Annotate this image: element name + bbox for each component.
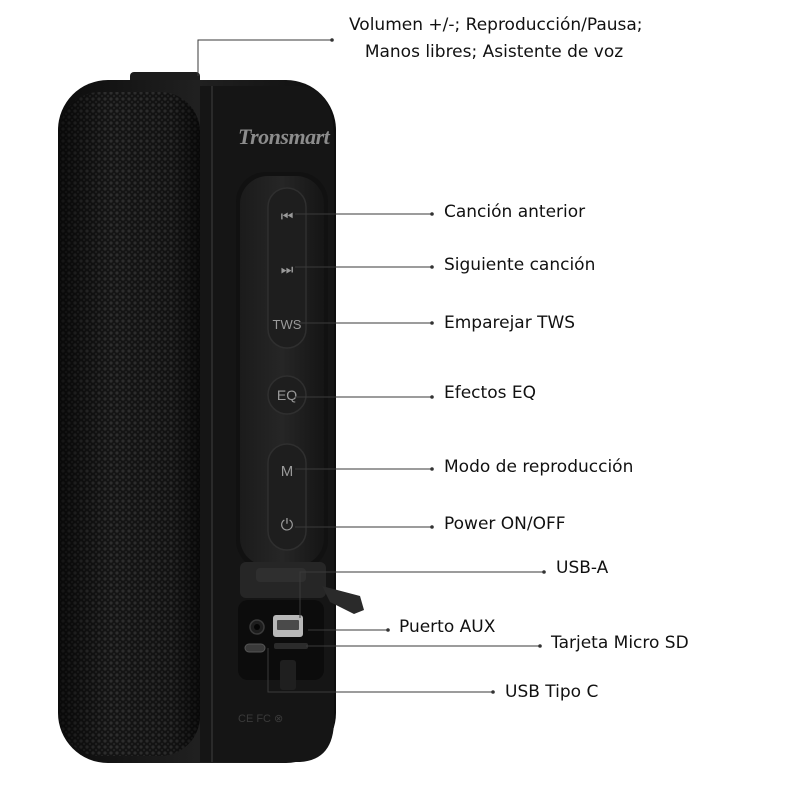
tws-button[interactable]: TWS [273, 317, 302, 332]
usb-a-label: USB-A [556, 558, 609, 578]
mode-button[interactable]: M [281, 463, 294, 480]
play-mode-label: Modo de reproducción [444, 457, 634, 477]
previous-track-button[interactable]: ⏮ [281, 208, 294, 224]
power-button[interactable]: ⏻ [281, 517, 294, 534]
micro-sd-label: Tarjeta Micro SD [551, 633, 689, 653]
top-buttons-label-line2: Manos libres; Asistente de voz [364, 42, 624, 62]
callout-dots [330, 38, 546, 694]
eq-button[interactable]: EQ [277, 387, 297, 403]
next-track-label: Siguiente canción [444, 255, 596, 275]
micro-sd-slot[interactable] [274, 643, 308, 649]
eq-effects-label: Efectos EQ [444, 383, 536, 403]
port-cover-flap[interactable] [322, 586, 364, 614]
pair-tws-label: Emparejar TWS [444, 313, 576, 333]
nav-button-pill [267, 187, 307, 349]
top-buttons-label: Volumen +/-; Reproducción/Pausa; Manos l… [349, 12, 643, 66]
usb-c-label: USB Tipo C [505, 682, 599, 702]
callout-lines [197, 39, 544, 693]
certification-marks: CE FC ⊗ [238, 713, 283, 725]
prev-track-label: Canción anterior [444, 202, 586, 222]
power-label: Power ON/OFF [444, 514, 566, 534]
usb-c-port[interactable] [244, 643, 266, 653]
mode-power-pill [267, 443, 307, 551]
next-track-button[interactable]: ⏭ [281, 261, 294, 277]
brand-logo: Tronsmart [238, 124, 331, 149]
aux-port-label: Puerto AUX [399, 617, 496, 637]
top-buttons-label-line1: Volumen +/-; Reproducción/Pausa; [349, 15, 643, 35]
